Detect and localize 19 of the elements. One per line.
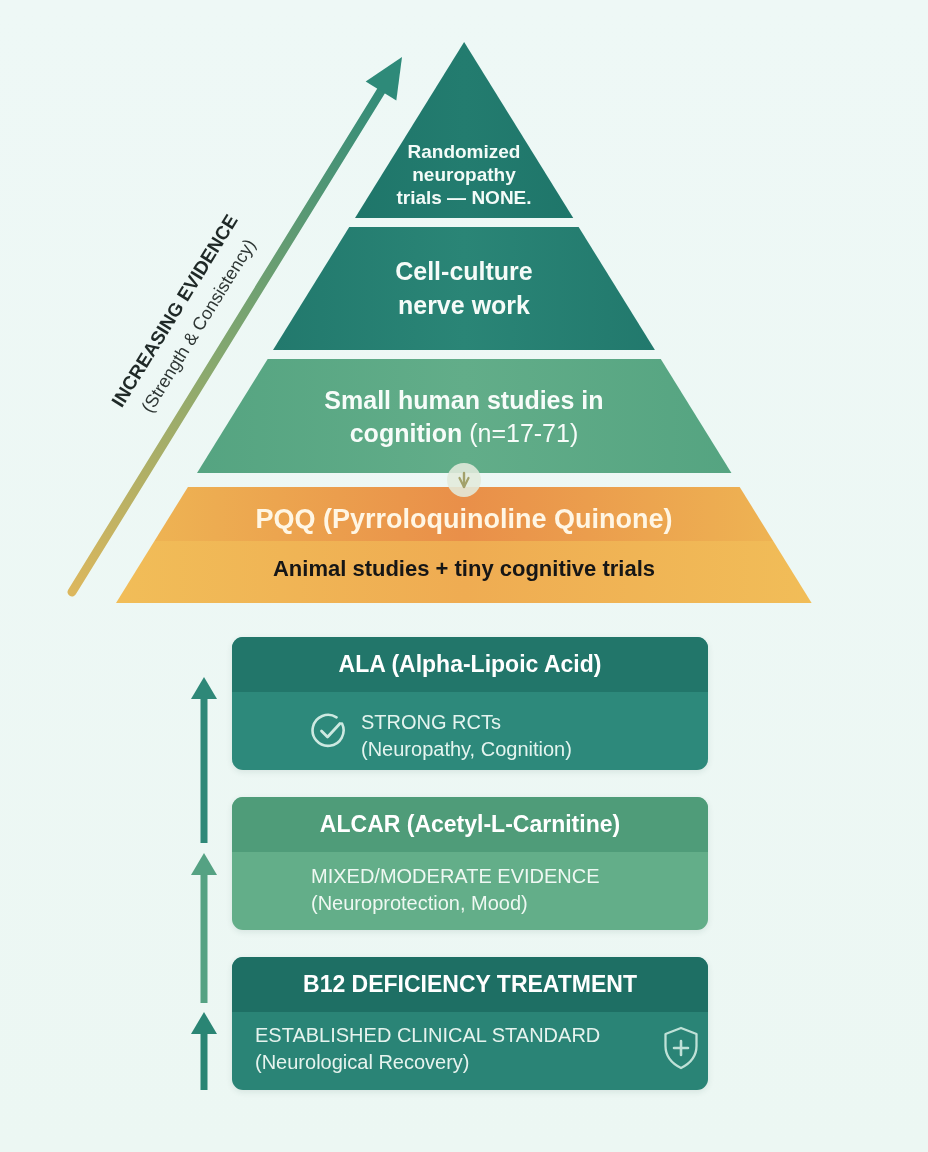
- tier-title: PQQ (Pyrroloquinoline Quinone): [255, 503, 673, 536]
- arrow: [458, 471, 470, 489]
- pyramid-tier: [354, 42, 574, 218]
- evidence-card: [232, 797, 708, 930]
- card-title: B12 DEFICIENCY TREATMENT: [232, 957, 708, 1012]
- pyramid-tier: [273, 227, 655, 350]
- pyramid-tier: [196, 359, 732, 473]
- card-description: STRONG RCTs (Neuropathy, Cognition): [361, 710, 573, 762]
- tier-label: Small human studies in cognition (n=17-71): [323, 385, 605, 449]
- card-title: ALCAR (Acetyl-L-Carnitine): [232, 797, 708, 852]
- tier-description: Animal studies + tiny cognitive trials: [272, 555, 655, 583]
- card-title: ALA (Alpha-Lipoic Acid): [232, 637, 708, 692]
- pyramid-tier: [116, 487, 812, 603]
- tier-label: Cell-culture nerve work: [394, 256, 534, 321]
- card-description: ESTABLISHED CLINICAL STANDARD (Neurological Recovery): [255, 1023, 602, 1075]
- evidence-card: [232, 637, 708, 770]
- tier-label: Randomized neuropathy trials — NONE.: [395, 140, 533, 209]
- card-description: MIXED/MODERATE EVIDENCE (Neuroprotection, Mood): [311, 864, 601, 916]
- evidence-card: [232, 957, 708, 1090]
